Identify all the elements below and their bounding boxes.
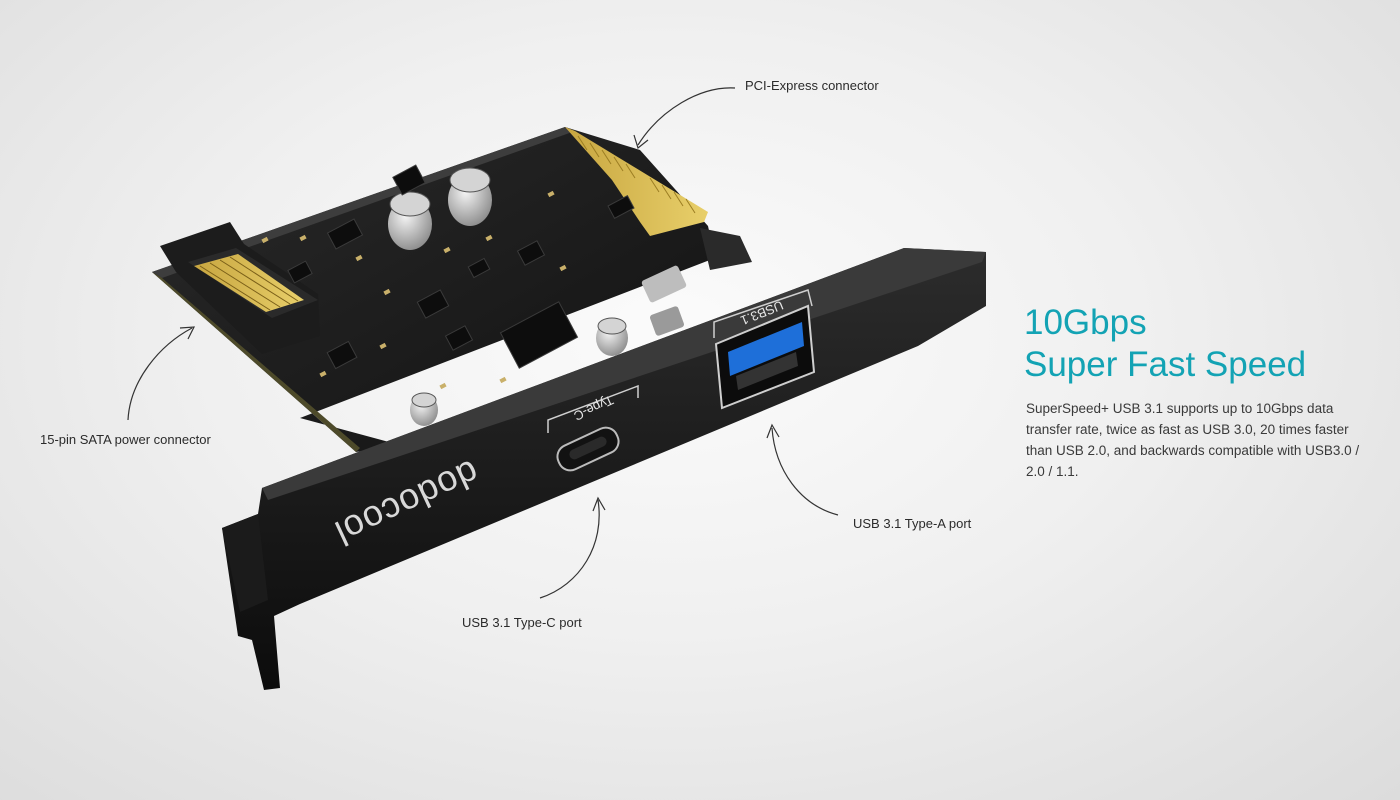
type-c-arrow xyxy=(539,499,600,599)
pcie-gold-fingers xyxy=(565,127,752,270)
headline: 10Gbps Super Fast Speed xyxy=(1024,302,1306,386)
callout-arrows xyxy=(127,87,839,599)
callout-sata: 15-pin SATA power connector xyxy=(40,432,211,447)
description: SuperSpeed+ USB 3.1 supports up to 10Gbp… xyxy=(1026,401,1360,479)
headline-line-1: 10Gbps xyxy=(1024,303,1147,342)
pcb-components xyxy=(287,164,635,370)
sata-arrow xyxy=(127,327,193,421)
pcie-arrow xyxy=(637,87,736,146)
sata-connector xyxy=(160,222,320,354)
solder-pads xyxy=(261,190,567,390)
headline-line-2: Super Fast Speed xyxy=(1024,345,1307,384)
capacitors xyxy=(388,167,687,426)
type-a-arrow xyxy=(771,427,839,516)
callout-type-a: USB 3.1 Type-A port xyxy=(853,516,972,531)
callout-pcie: PCI-Express connector xyxy=(745,78,879,93)
callout-type-c: USB 3.1 Type-C port xyxy=(462,615,582,630)
pcb-board xyxy=(152,127,715,452)
